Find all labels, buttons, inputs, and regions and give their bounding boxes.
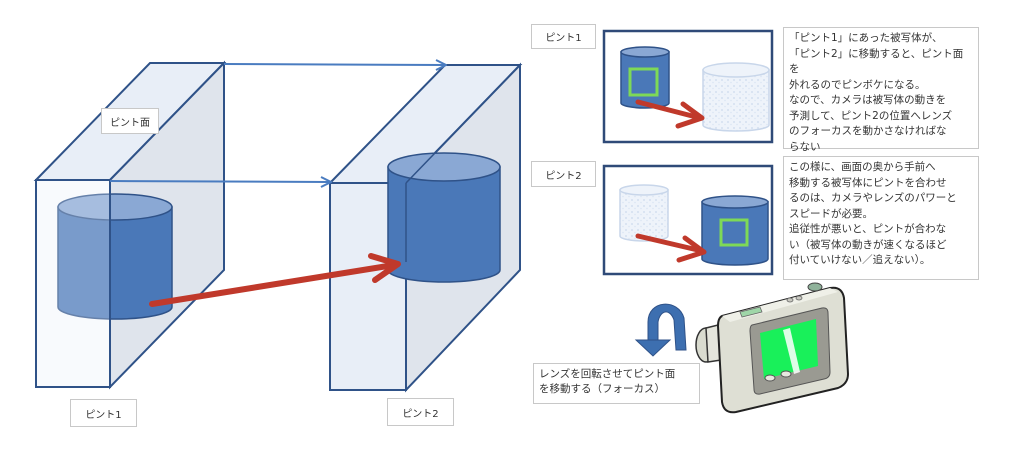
note-defocus-explanation: 「ピント1」にあった被写体が、 「ピント2」に移動すると、ピント面を 外れるので…	[783, 27, 979, 153]
note-tracking-explanation: この様に、画面の奥から手前へ 移動する被写体にピントを合わせ るのは、カメラやレ…	[783, 156, 979, 280]
cylinder-left	[57, 193, 173, 320]
af-frame	[628, 67, 659, 97]
focus1-panel	[602, 29, 774, 144]
blurred-cylinder	[702, 62, 770, 132]
rotate-arrow-icon	[634, 303, 687, 357]
af-frame	[719, 218, 749, 247]
sharp-cylinder	[620, 46, 670, 109]
focus1-panel-label: ピント1	[531, 24, 596, 49]
box1-front-face	[35, 179, 111, 388]
focus2-panel-label: ピント2	[531, 161, 596, 187]
camera-icon	[695, 282, 850, 414]
focus1-label: ピント1	[70, 399, 137, 427]
focus-plane-label: ピント面	[101, 108, 159, 134]
subject-move-arrow	[149, 253, 401, 307]
panel1-arrow	[635, 99, 705, 129]
camera-button	[764, 374, 776, 382]
plane-move-arrow-bottom	[109, 181, 330, 182]
camera-button	[780, 370, 792, 378]
plane-move-arrow-top	[223, 64, 445, 65]
focus2-label: ピント2	[387, 398, 454, 426]
cylinder-right	[387, 64, 521, 283]
sharp-cylinder	[701, 195, 769, 266]
focus2-panel	[602, 164, 774, 276]
shutter-button	[807, 282, 823, 292]
panel2-arrow	[635, 233, 707, 263]
blurred-cylinder	[619, 184, 669, 242]
lens-rotate-caption: レンズを回転させてピント面 を移動する（フォーカス）	[533, 363, 700, 404]
